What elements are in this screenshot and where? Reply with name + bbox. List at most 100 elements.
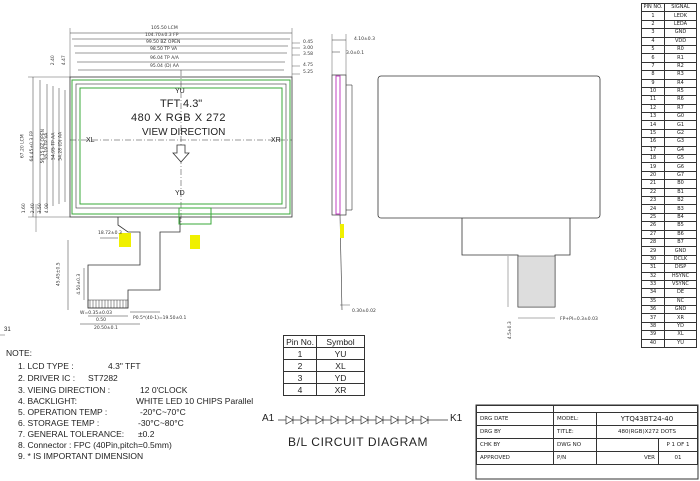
note-label-7: 7. GENERAL TOLERANCE: — [18, 429, 125, 439]
pin-number-cell: 13 — [641, 112, 665, 122]
pin-number-cell: 38 — [641, 321, 665, 332]
dim-fpc-2: 45.45±0.5 — [56, 262, 62, 287]
view-direction-arrow-icon — [172, 144, 190, 163]
tb-drg-by: DRG BY — [476, 425, 554, 439]
tb-row-1 — [476, 405, 698, 413]
pin-signal-cell: R0 — [664, 44, 697, 55]
notes-heading: NOTE: — [6, 348, 32, 358]
dim-ll-1: 1.60 — [21, 203, 27, 214]
pin-table-col-signal: SIGNAL — [664, 2, 697, 13]
pin-signal-cell: XL — [664, 330, 697, 340]
dim-top-1: 105.50 LCM — [151, 26, 178, 31]
dim-vert-4: 55.19 TP VA — [44, 132, 50, 160]
pin-signal-cell: GND — [664, 28, 697, 38]
table-cell: XL — [316, 359, 365, 372]
tb-ver-value: 01 — [658, 451, 698, 465]
tb-title-value: 480(RGB)X272 DOTS — [596, 425, 698, 439]
dim-back-2: 4.5±0.3 — [507, 321, 513, 340]
dim-top-4: 98.50 TP VA — [150, 47, 178, 52]
dim-fpc-5: 0.50 — [96, 318, 107, 323]
tb-row-5: APPROVED P/N VER 01 — [476, 451, 698, 465]
pin-signal-cell: XR — [664, 313, 697, 323]
pin-signal-cell: GND — [664, 305, 697, 315]
dim-right-1: 0.45 — [303, 40, 314, 45]
dim-right-4: 4.75 — [303, 63, 314, 68]
dim-vert-2: 64.45±0.3 FP — [30, 130, 36, 162]
pin-signal-cell: R7 — [664, 103, 697, 114]
tb-chk-by: CHK BY — [476, 438, 554, 452]
pin-signal-cell: G0 — [664, 112, 697, 122]
pin-signal-cell: B6 — [664, 229, 697, 239]
tb-pn: P/N — [553, 451, 597, 465]
pin-signal-cell: LEDK — [664, 11, 697, 21]
pin-table-col-pin: PIN NO. — [641, 2, 665, 13]
dim-top-3: 99.50 BZ OPEN — [146, 40, 181, 45]
note-label-8: 8. Connector : FPC (40Pin,pitch=0.5mm) — [18, 440, 172, 450]
tb-page: P 1 OF 1 — [658, 438, 698, 452]
pin-number-cell: 19 — [641, 162, 665, 172]
pin-signal-cell: R1 — [664, 53, 697, 63]
tb-drg-date: DRG DATE — [476, 412, 554, 426]
note-label-9: 9. * IS IMPORTANT DIMENSION — [18, 451, 144, 461]
touch-pin-col-symbol: Symbol — [316, 335, 365, 348]
pin-number-cell: 15 — [641, 128, 665, 139]
pin-number-cell: 4 — [641, 36, 665, 46]
dim-right-5: 5.25 — [303, 70, 314, 75]
pin-number-cell: 35 — [641, 296, 665, 307]
pin-number-cell: 39 — [641, 330, 665, 340]
table-cell: 3 — [283, 371, 317, 384]
dim-side-3: 0.30±0.02 — [352, 309, 376, 314]
tb-row-2: DRG DATE MODEL: YTQ43BT24-40 — [476, 412, 698, 426]
dir-yd-label: YD — [175, 190, 185, 197]
pin-number-cell: 9 — [641, 78, 665, 88]
pin-number-cell: 25 — [641, 212, 665, 223]
note-label-2: 2. DRIVER IC : — [18, 373, 76, 383]
title-block: DRG DATE MODEL: YTQ43BT24-40 DRG BY TITL… — [476, 405, 698, 465]
pin-signal-cell: YU — [664, 338, 697, 349]
pin-number-cell: 12 — [641, 103, 665, 114]
note-label-6: 6. STORAGE TEMP : — [18, 418, 100, 428]
pin-signal-cell: B7 — [664, 237, 697, 248]
pin-number-cell: 24 — [641, 204, 665, 214]
pin-number-cell: 11 — [641, 95, 665, 105]
pin-number-cell: 34 — [641, 288, 665, 298]
table-cell: 1 — [283, 347, 317, 360]
page-number: 31 — [4, 327, 11, 333]
pin-signal-cell: G7 — [664, 170, 697, 181]
pin-signal-cell: R4 — [664, 78, 697, 88]
table-cell: YD — [316, 371, 365, 384]
dim-fpc-3: 4.50±0.3 — [77, 273, 83, 295]
dim-right-2: 3.00 — [303, 46, 314, 51]
dir-xr-label: XR — [271, 137, 281, 144]
note-value-7: ±0.2 — [138, 429, 155, 439]
note-value-1: 4.3" TFT — [108, 361, 141, 371]
pin-number-cell: 20 — [641, 170, 665, 181]
pin-signal-cell: B3 — [664, 204, 697, 214]
pin-signal-cell: B4 — [664, 212, 697, 223]
dim-fpc-6: 20.50±0.1 — [94, 326, 118, 331]
yellow-mark-left — [119, 233, 131, 247]
pin-signal-cell: GND — [664, 246, 697, 256]
pin-signal-cell: B5 — [664, 221, 697, 231]
table-cell: YU — [316, 347, 365, 360]
